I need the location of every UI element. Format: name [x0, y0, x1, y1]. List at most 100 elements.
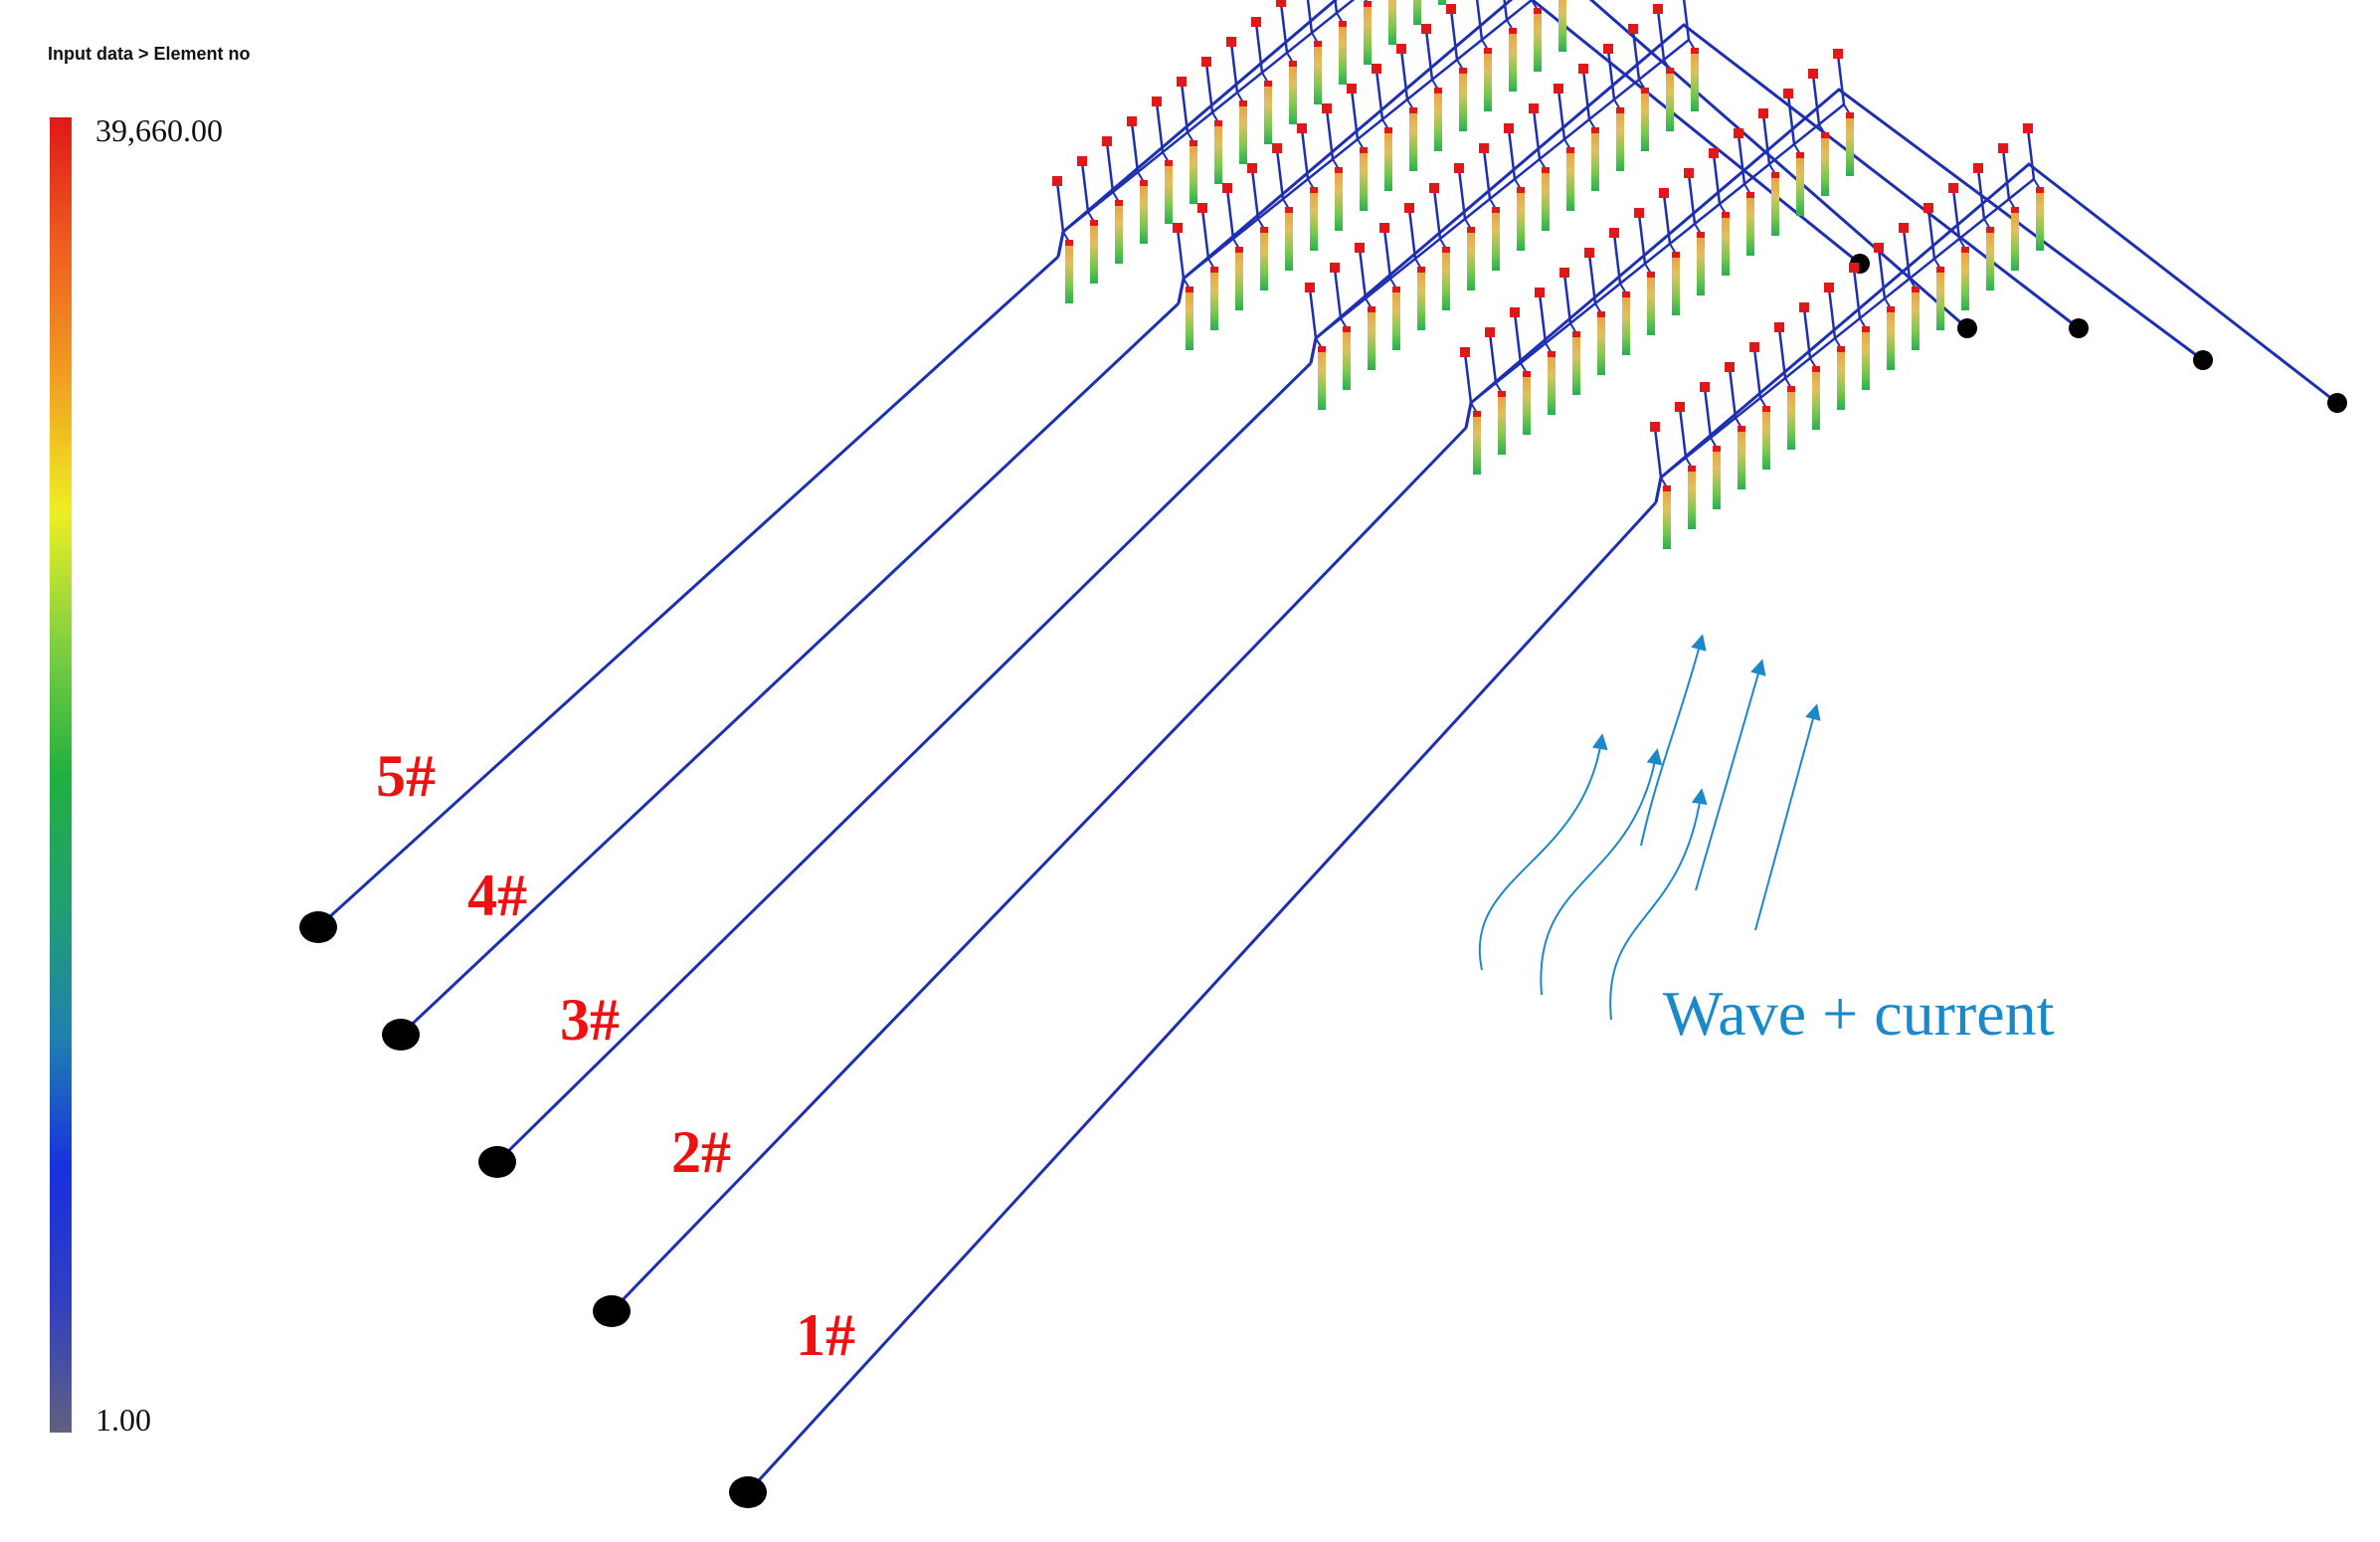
frame-line: [1315, 39, 1690, 339]
cage-net: [1713, 448, 1721, 509]
net-top-marker: [1672, 252, 1680, 258]
cage-net: [2011, 209, 2019, 271]
cage-net: [1796, 154, 1804, 216]
flow-arrow-1: [1478, 733, 1608, 971]
cage-net: [1210, 269, 1218, 330]
cage-float: [1127, 116, 1137, 126]
cage-riser: [1631, 29, 1641, 81]
cage-net: [1641, 90, 1649, 151]
cage-float: [1330, 263, 1340, 273]
front-anchor-1: [729, 1476, 767, 1508]
cage-net: [1065, 242, 1073, 303]
cage-net: [1260, 229, 1268, 290]
cage-net: [1688, 468, 1696, 529]
net-top-marker: [1368, 306, 1375, 312]
net-top-marker: [1484, 48, 1492, 54]
net-top-marker: [1722, 212, 1730, 218]
net-top-marker: [1887, 306, 1895, 312]
cage-riser: [1130, 121, 1140, 173]
cage-net: [1663, 487, 1671, 549]
cage-riser: [1556, 89, 1566, 140]
cage-float: [1808, 69, 1818, 79]
cage-riser: [1926, 208, 1936, 260]
net-top-marker: [1190, 140, 1197, 146]
wave-current-label: Wave + current: [1663, 978, 2055, 1049]
legend-title: Input data > Element no: [48, 44, 251, 64]
cage-riser: [1424, 29, 1434, 81]
cage-net: [1467, 229, 1475, 290]
cage-net: [1115, 202, 1123, 264]
cage-net: [1697, 234, 1705, 295]
net-top-marker: [1746, 192, 1754, 198]
cage-riser: [1432, 188, 1442, 240]
cage-float: [1152, 96, 1162, 106]
cage-float: [1421, 24, 1431, 34]
mooring-line-label-1: 1#: [796, 1302, 855, 1368]
cage-float: [1077, 156, 1087, 166]
cage-net: [1787, 388, 1795, 450]
mooring-line-labels: 5# 4# 3# 2# 1#: [376, 743, 855, 1368]
cage-float: [1700, 382, 1710, 392]
net-top-marker: [1459, 68, 1467, 74]
cage-riser: [2001, 148, 2011, 200]
cage-riser: [1275, 148, 1285, 200]
net-top-marker: [1115, 200, 1123, 206]
cage-riser: [1562, 273, 1572, 324]
cage-riser: [1254, 22, 1264, 74]
net-top-marker: [1364, 1, 1372, 7]
cage-riser: [1513, 312, 1523, 364]
cage-net: [1140, 182, 1148, 244]
cage-net: [1887, 308, 1895, 370]
cage-float: [1173, 223, 1183, 233]
net-top-marker: [1310, 187, 1318, 193]
net-top-marker: [1335, 167, 1343, 173]
net-top-marker: [1090, 220, 1098, 226]
front-anchor-3: [478, 1146, 516, 1178]
cage-riser: [1308, 288, 1318, 339]
cage-float: [1102, 136, 1112, 146]
cage-float: [1824, 283, 1834, 292]
cage-net: [1746, 194, 1754, 256]
net-top-marker: [1318, 346, 1326, 352]
cage-net: [1310, 189, 1318, 251]
mooring-line-3: [495, 361, 1313, 1164]
cage-riser: [1656, 9, 1666, 61]
cage-riser: [1761, 113, 1771, 165]
cage-riser: [1449, 9, 1459, 61]
mooring-line-5: [316, 255, 1060, 929]
flow-arrow-2: [1540, 748, 1663, 996]
cage-net: [1591, 129, 1599, 191]
cage-riser: [1105, 141, 1115, 193]
cage-net: [1666, 70, 1674, 131]
cage-float: [1734, 128, 1743, 138]
cage-riser: [1786, 94, 1796, 145]
net-top-marker: [1572, 331, 1580, 337]
cage-net: [1235, 249, 1243, 310]
cage-net: [1417, 269, 1425, 330]
cage-riser: [1902, 228, 1912, 280]
cage-float: [1177, 77, 1187, 87]
cage-float: [1783, 89, 1793, 98]
cage-float: [1379, 223, 1389, 233]
flow-arrow-5: [1695, 659, 1766, 891]
net-top-marker: [1986, 227, 1994, 233]
cage-riser: [1703, 387, 1713, 439]
net-top-marker: [1165, 160, 1173, 166]
cage-net: [1360, 149, 1368, 211]
cage-float: [1305, 283, 1315, 292]
cage-riser: [1587, 253, 1597, 304]
cage-riser: [1836, 54, 1846, 105]
cage-float: [1578, 64, 1588, 74]
cage-float: [1485, 327, 1495, 337]
net-top-marker: [1821, 132, 1829, 138]
cage-net: [1846, 114, 1854, 176]
cage-float: [1479, 143, 1489, 153]
net-top-marker: [1566, 147, 1574, 153]
net-top-marker: [1434, 88, 1442, 94]
cage-net: [1597, 313, 1605, 375]
net-top-marker: [1360, 147, 1368, 153]
net-top-marker: [1523, 371, 1531, 377]
cage-net: [1722, 214, 1730, 276]
front-anchor-4: [382, 1019, 420, 1051]
cage-float: [1749, 342, 1759, 352]
